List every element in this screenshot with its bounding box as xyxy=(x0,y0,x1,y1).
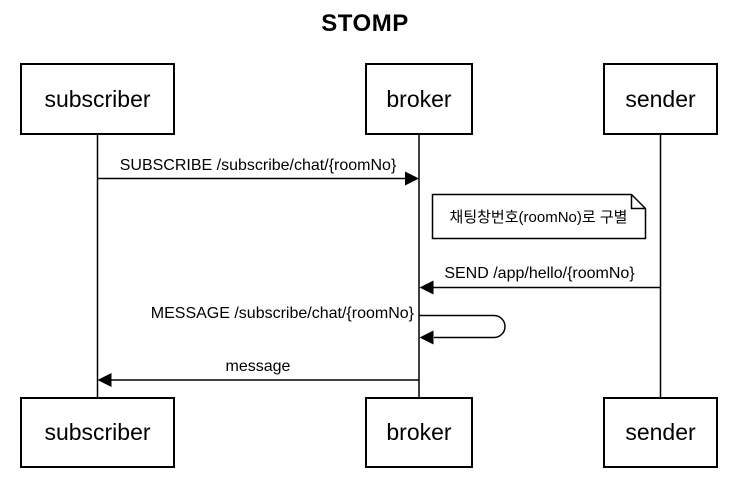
actor-label-subscriber: subscriber xyxy=(44,85,151,112)
actor-label-sender: sender xyxy=(625,85,696,112)
message-label-send: SEND /app/hello/{roomNo} xyxy=(444,265,635,282)
actor-label-broker: broker xyxy=(386,419,452,445)
actor-box-subscriber-bottom: subscriber xyxy=(20,397,175,468)
actor-box-sender-bottom: sender xyxy=(603,397,718,468)
actor-box-broker-top: broker xyxy=(365,63,473,135)
message-arrow-subscribe xyxy=(97,171,419,186)
actor-box-sender-top: sender xyxy=(603,63,718,135)
arrowhead-left-icon xyxy=(419,330,434,345)
actor-box-broker-bottom: broker xyxy=(365,397,473,468)
arrowhead-left-icon xyxy=(419,280,434,295)
actor-label-broker: broker xyxy=(386,85,452,112)
arrowhead-left-icon xyxy=(97,373,112,387)
actor-label-subscriber: subscriber xyxy=(44,419,151,445)
message-label-message-self: MESSAGE /subscribe/chat/{roomNo} xyxy=(150,305,414,322)
note-shape xyxy=(431,193,647,240)
arrowhead-right-icon xyxy=(405,171,419,186)
actor-box-subscriber-top: subscriber xyxy=(20,63,175,135)
message-label-message: message xyxy=(225,358,291,375)
diagram-title: STOMP xyxy=(321,10,409,37)
message-arrow-send xyxy=(419,280,661,295)
note-text: 채팅창번호(roomNo)로 구별 xyxy=(449,209,628,226)
actor-label-sender: sender xyxy=(625,419,696,445)
message-arrow-message xyxy=(97,373,419,387)
note-fold-icon xyxy=(630,194,646,210)
message-label-subscribe: SUBSCRIBE /subscribe/chat/{roomNo} xyxy=(119,157,397,174)
message-self-loop-broker xyxy=(419,314,506,345)
